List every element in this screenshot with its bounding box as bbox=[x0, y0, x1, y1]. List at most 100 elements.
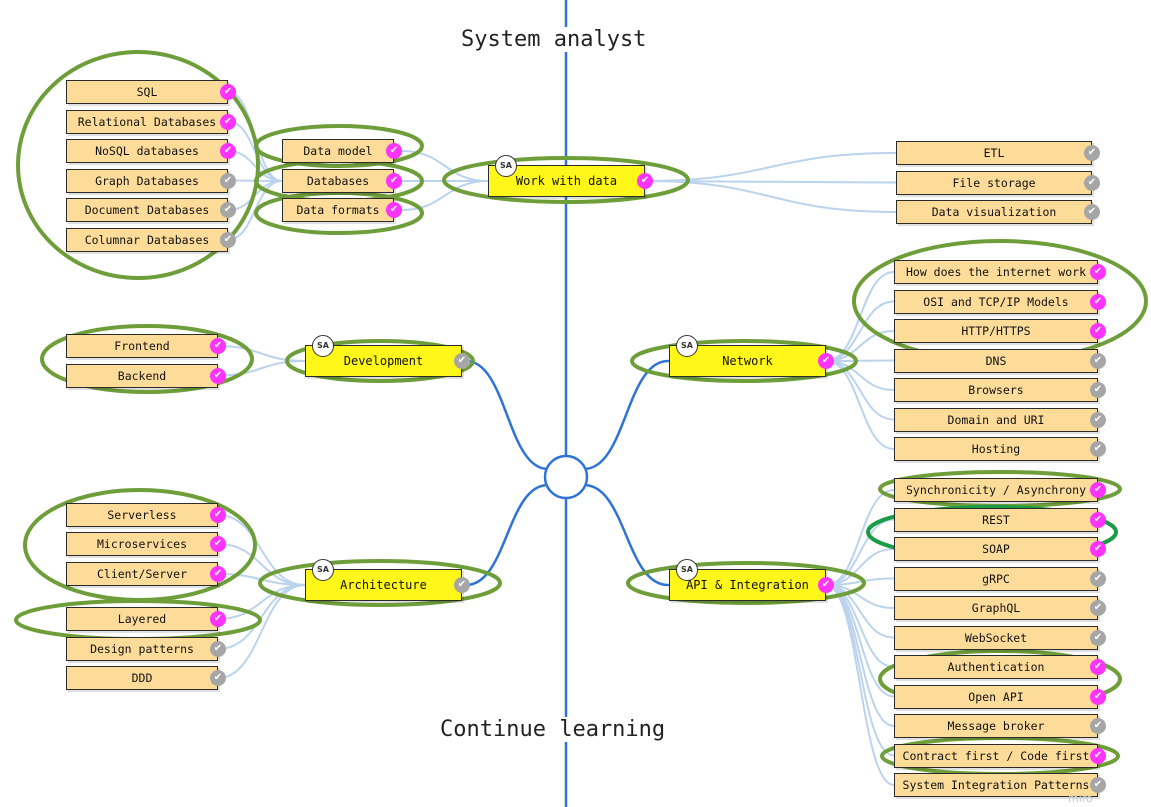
connector-ddd bbox=[217, 584, 306, 679]
node-data-model[interactable]: Data model✔ bbox=[282, 139, 402, 163]
node-microservices[interactable]: Microservices✔ bbox=[66, 532, 226, 556]
check-icon: ✔ bbox=[818, 353, 834, 369]
node-label: Frontend bbox=[114, 339, 170, 353]
check-icon: ✔ bbox=[818, 577, 834, 593]
node-label: REST bbox=[982, 512, 1010, 527]
node-file-storage[interactable]: File storage✔ bbox=[896, 170, 1100, 195]
node-label: Open API bbox=[968, 689, 1024, 704]
topic-network[interactable]: Network✔SA bbox=[669, 335, 834, 377]
node-etl[interactable]: ETL✔ bbox=[896, 141, 1100, 165]
node-authentication[interactable]: Authentication✔ bbox=[894, 655, 1106, 679]
node-label: Hosting bbox=[971, 442, 1021, 456]
center-circle-icon[interactable] bbox=[543, 454, 589, 500]
node-label: Relational Databases bbox=[77, 114, 217, 129]
section-badge: SA bbox=[312, 335, 334, 357]
connector-development bbox=[464, 359, 550, 471]
node-browsers[interactable]: Browsers✔ bbox=[894, 378, 1106, 402]
node-layered[interactable]: Layered✔ bbox=[66, 607, 226, 631]
node-open-api[interactable]: Open API✔ bbox=[894, 684, 1106, 709]
node-label: Data formats bbox=[296, 203, 380, 217]
node-how-does-the-internet-work[interactable]: How does the internet work ✔ bbox=[894, 260, 1106, 284]
check-icon: ✔ bbox=[210, 367, 226, 384]
check-icon: ✔ bbox=[1090, 629, 1106, 646]
connector-data-formats bbox=[401, 180, 489, 211]
node-system-integration-patterns[interactable]: System Integration Patterns✔ bbox=[894, 773, 1106, 797]
connector-rest bbox=[825, 518, 895, 586]
node-label: HTTP/HTTPS bbox=[961, 324, 1031, 338]
node-osi-and-tcp-ip-models[interactable]: OSI and TCP/IP Models ✔ bbox=[894, 289, 1106, 314]
node-domain-and-uri[interactable]: Domain and URI✔ bbox=[894, 407, 1106, 432]
node-ddd[interactable]: DDD✔ bbox=[66, 666, 226, 690]
node-label: DNS bbox=[985, 353, 1007, 368]
node-label: OSI and TCP/IP Models bbox=[923, 294, 1069, 309]
node-label: NoSQL databases bbox=[95, 144, 199, 158]
check-icon: ✔ bbox=[1084, 174, 1100, 191]
node-label: Client/Server bbox=[96, 567, 187, 581]
node-label: Browsers bbox=[968, 383, 1024, 397]
highlight-databases-group bbox=[16, 50, 260, 280]
highlight-work-with-data bbox=[442, 156, 690, 204]
check-icon: ✔ bbox=[1090, 264, 1106, 280]
node-serverless[interactable]: Serverless✔ bbox=[66, 503, 226, 527]
node-label: GraphQL bbox=[971, 601, 1021, 615]
node-soap[interactable]: SOAP✔ bbox=[894, 537, 1106, 561]
highlight-data-model bbox=[254, 124, 424, 168]
connector-serverless bbox=[217, 514, 306, 586]
check-icon: ✔ bbox=[637, 173, 653, 189]
node-columnar-databases[interactable]: Columnar Databases✔ bbox=[66, 227, 236, 252]
check-icon: ✔ bbox=[210, 641, 226, 657]
node-frontend[interactable]: Frontend ✔ bbox=[66, 334, 226, 358]
check-icon: ✔ bbox=[220, 143, 236, 159]
node-graph-databases[interactable]: Graph Databases✔ bbox=[66, 168, 236, 193]
node-label: Columnar Databases bbox=[84, 232, 210, 247]
section-badge: SA bbox=[312, 559, 334, 581]
node-label: WebSocket bbox=[964, 630, 1028, 645]
node-relational-databases[interactable]: Relational Databases✔ bbox=[66, 109, 236, 134]
node-label: How does the internet work bbox=[905, 265, 1086, 279]
node-hosting[interactable]: Hosting ✔ bbox=[894, 437, 1106, 461]
node-label: Graph Databases bbox=[95, 173, 199, 188]
highlight-data-formats bbox=[254, 191, 424, 235]
topic-api-integration[interactable]: API & Integration✔SA bbox=[669, 559, 834, 601]
node-data-visualization[interactable]: Data visualization✔ bbox=[896, 200, 1100, 224]
check-icon: ✔ bbox=[1090, 747, 1106, 764]
node-document-databases[interactable]: Document Databases✔ bbox=[66, 198, 236, 222]
node-client-server[interactable]: Client/Server✔ bbox=[66, 562, 226, 586]
node-data-formats[interactable]: Data formats✔ bbox=[282, 198, 402, 222]
topic-work-with-data[interactable]: Work with data✔SA bbox=[488, 155, 653, 197]
topic-architecture[interactable]: Architecture✔SA bbox=[305, 559, 470, 601]
node-dns[interactable]: DNS✔ bbox=[894, 348, 1106, 373]
node-message-broker[interactable]: Message broker✔ bbox=[894, 714, 1106, 738]
connector-browsers bbox=[825, 360, 895, 391]
node-label: API & Integration bbox=[686, 578, 809, 592]
node-graphql[interactable]: GraphQL✔ bbox=[894, 596, 1106, 620]
connector-osi-and-tcp-ip-models bbox=[825, 300, 895, 362]
node-label: Databases bbox=[306, 174, 370, 188]
node-label: Message broker bbox=[947, 719, 1045, 733]
connector-etl bbox=[644, 152, 897, 182]
node-label: Contract first / Code first bbox=[902, 748, 1090, 763]
node-websocket[interactable]: WebSocket ✔ bbox=[894, 625, 1106, 650]
node-backend[interactable]: Backend ✔ bbox=[66, 363, 226, 388]
node-synchronicity-asynchrony[interactable]: Synchronicity / Asynchrony✔ bbox=[894, 478, 1106, 502]
node-label: ETL bbox=[983, 146, 1005, 160]
connector-dns bbox=[825, 359, 895, 362]
node-design-patterns[interactable]: Design patterns✔ bbox=[66, 637, 226, 661]
node-contract-first-code-first[interactable]: Contract first / Code first✔ bbox=[894, 743, 1106, 768]
connector-layer bbox=[217, 0, 897, 807]
check-icon: ✔ bbox=[1090, 293, 1106, 310]
node-label: SOAP bbox=[982, 542, 1010, 556]
node-http-https[interactable]: HTTP/HTTPS✔ bbox=[894, 319, 1106, 343]
node-databases[interactable]: Databases✔ bbox=[282, 169, 402, 193]
node-label: Backend bbox=[117, 368, 167, 383]
check-icon: ✔ bbox=[220, 113, 236, 130]
highlight-development bbox=[285, 339, 475, 383]
check-icon: ✔ bbox=[1090, 441, 1106, 457]
node-nosql-databases[interactable]: NoSQL databases ✔ bbox=[66, 139, 236, 163]
topic-development[interactable]: Development✔SA bbox=[305, 335, 470, 377]
node-rest[interactable]: REST✔ bbox=[894, 507, 1106, 532]
node-grpc[interactable]: gRPC✔ bbox=[894, 566, 1106, 591]
node-sql[interactable]: SQL✔ bbox=[66, 80, 236, 104]
check-icon: ✔ bbox=[210, 338, 226, 354]
